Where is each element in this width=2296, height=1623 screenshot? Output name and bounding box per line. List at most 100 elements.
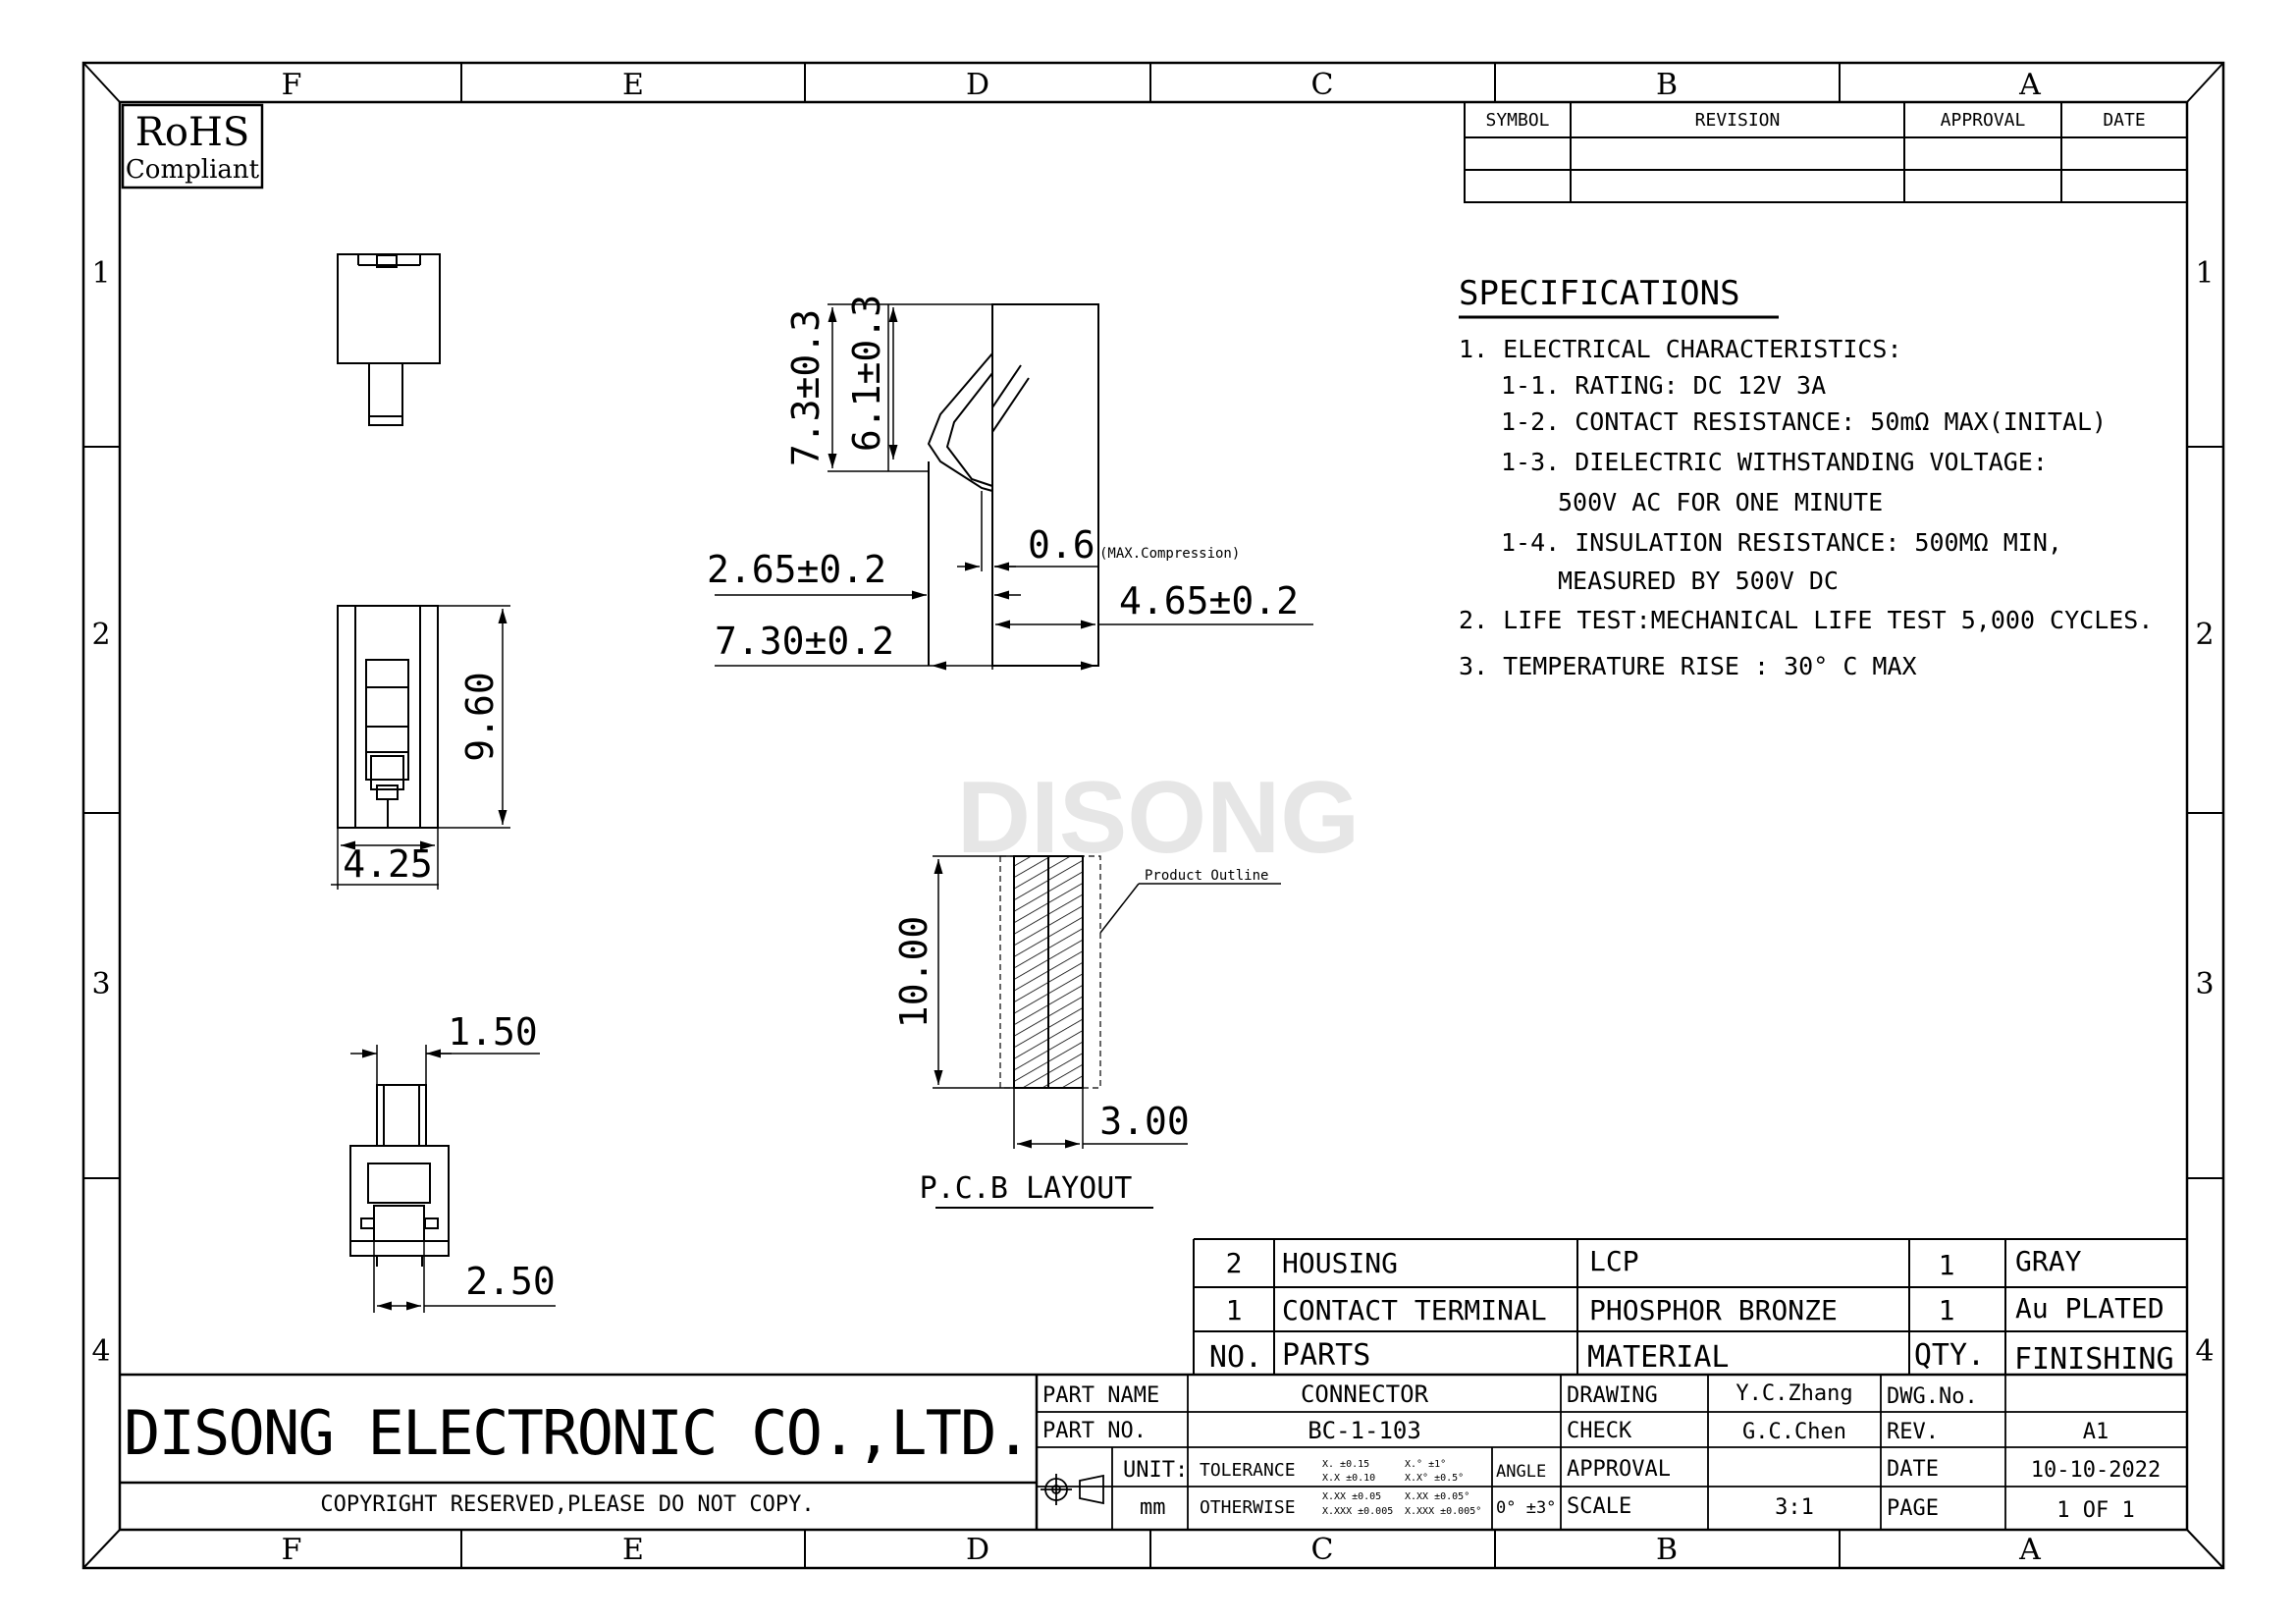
dim-label-6-1: 6.1±0.3: [845, 295, 888, 452]
dim-label-7-30: 7.30±0.2: [715, 620, 894, 663]
row-label-3-left: 3: [91, 967, 110, 1001]
angle-value: 0° ±3°: [1496, 1498, 1556, 1518]
specifications-title: SPECIFICATIONS: [1459, 274, 1740, 313]
pcb-layout-title: P.C.B LAYOUT: [920, 1171, 1133, 1206]
dim-3-00: [1013, 1088, 1188, 1149]
scale-label: SCALE: [1567, 1494, 1631, 1519]
bom-header-qty: QTY.: [1914, 1338, 1985, 1373]
bom-row-1-qty: 1: [1939, 1249, 1955, 1281]
dim-label-9-60: 9.60: [458, 672, 502, 762]
col-label-b-top: B: [1656, 68, 1678, 102]
tolerance-row-4b: X.XXX ±0.005°: [1405, 1506, 1481, 1517]
dim-label-1-50: 1.50: [448, 1010, 538, 1054]
tolerance-row-3b: X.XX ±0.05°: [1405, 1491, 1469, 1502]
check-label: CHECK: [1567, 1419, 1632, 1443]
bom-row-2-qty: 1: [1939, 1294, 1955, 1326]
spec-line-1-4: 1-4. INSULATION RESISTANCE: 500MΩ MIN,: [1501, 528, 2062, 557]
revision-table: SYMBOL REVISION APPROVAL DATE: [1464, 101, 2188, 203]
main-side-view: [927, 303, 1099, 667]
rohs-subtitle: Compliant: [126, 155, 260, 185]
spec-line-1-1: 1-1. RATING: DC 12V 3A: [1501, 371, 1826, 400]
dim-label-2-50: 2.50: [465, 1260, 556, 1303]
tolerance-row-2a: X.X ±0.10: [1322, 1473, 1375, 1484]
bom-row-2-no: 1: [1226, 1294, 1243, 1326]
dim-9-60: [438, 605, 510, 829]
drawing-frame: F E D C B A F E D C B A 1 2 3 4 1 2 3 4: [81, 61, 2225, 1570]
bom-row-2-finishing: Au PLATED: [2015, 1292, 2164, 1325]
part-no-value: BC-1-103: [1308, 1417, 1421, 1444]
row-label-1-left: 1: [91, 256, 110, 291]
drawing-label: DRAWING: [1567, 1383, 1658, 1408]
rev-label: REV.: [1887, 1420, 1939, 1444]
col-label-d-bottom: D: [966, 1533, 989, 1567]
dwg-no-label: DWG.No.: [1887, 1384, 1978, 1409]
dim-4-25: [337, 828, 439, 890]
spec-line-2: 2. LIFE TEST:MECHANICAL LIFE TEST 5,000 …: [1459, 606, 2153, 634]
rohs-logo: RoHS Compliant: [121, 103, 264, 189]
page-value: 1 OF 1: [2056, 1498, 2134, 1523]
scale-value: 3:1: [1775, 1495, 1814, 1520]
dim-7-3: [828, 303, 992, 472]
dim-2-50: [373, 1241, 556, 1313]
part-name-value: CONNECTOR: [1301, 1380, 1429, 1408]
bom-header-parts: PARTS: [1282, 1338, 1370, 1373]
rohs-title: RoHS: [135, 110, 249, 155]
spec-line-1-3: 1-3. DIELECTRIC WITHSTANDING VOLTAGE:: [1501, 448, 2048, 476]
tolerance-row-3a: X.XX ±0.05: [1322, 1491, 1381, 1502]
bom-row-1-material: LCP: [1589, 1245, 1639, 1277]
revision-header-date: DATE: [2103, 110, 2145, 131]
dim-label-7-3: 7.3±0.3: [784, 309, 828, 466]
dim-label-4-65: 4.65±0.2: [1119, 579, 1299, 622]
col-label-f-top: F: [282, 68, 302, 102]
top-view: [337, 253, 441, 426]
spec-line-1-4-cont: MEASURED BY 500V DC: [1558, 567, 1839, 595]
tolerance-row-4a: X.XXX ±0.005: [1322, 1506, 1393, 1517]
spec-line-3: 3. TEMPERATURE RISE : 30° C MAX: [1459, 652, 1917, 680]
dim-label-2-65: 2.65±0.2: [707, 548, 886, 591]
side-view: [337, 605, 439, 829]
row-label-2-right: 2: [2195, 618, 2214, 652]
col-label-a-bottom: A: [2018, 1533, 2041, 1567]
front-view: [349, 1084, 450, 1267]
revision-header-revision: REVISION: [1695, 110, 1781, 131]
angle-label: ANGLE: [1496, 1462, 1546, 1482]
bom-header-material: MATERIAL: [1587, 1340, 1730, 1375]
col-label-e-top: E: [622, 68, 644, 102]
title-block: DISONG ELECTRONIC CO.,LTD. COPYRIGHT RES…: [120, 1373, 2187, 1530]
copyright-notice: COPYRIGHT RESERVED,PLEASE DO NOT COPY.: [320, 1492, 814, 1517]
col-label-a-top: A: [2018, 68, 2041, 102]
tolerance-row-2b: X.X° ±0.5°: [1405, 1473, 1464, 1484]
dim-label-10-00: 10.00: [892, 916, 935, 1028]
approval-label: APPROVAL: [1567, 1457, 1671, 1482]
dim-1-50: [350, 1045, 540, 1085]
bom-header-no: NO.: [1209, 1340, 1262, 1375]
pcb-layout: Product Outline: [999, 855, 1281, 1089]
pcb-product-outline-note: Product Outline: [1145, 868, 1268, 884]
bom-row-1-no: 2: [1226, 1247, 1243, 1279]
check-value: G.C.Chen: [1742, 1420, 1846, 1444]
spec-line-1-3-cont: 500V AC FOR ONE MINUTE: [1558, 488, 1883, 516]
row-label-2-left: 2: [91, 618, 110, 652]
col-label-d-top: D: [966, 68, 989, 102]
revision-header-approval: APPROVAL: [1941, 110, 2026, 131]
col-label-b-bottom: B: [1656, 1533, 1678, 1567]
page-label: PAGE: [1887, 1496, 1939, 1521]
tolerance-row-1a: X. ±0.15: [1322, 1459, 1369, 1470]
dim-label-0-6: 0.6: [1028, 523, 1095, 567]
dim-7-30: [715, 666, 1095, 670]
spec-line-1: 1. ELECTRICAL CHARACTERISTICS:: [1459, 335, 1902, 363]
unit-value: mm: [1140, 1495, 1166, 1520]
tolerance-row-1b: X.° ±1°: [1405, 1459, 1446, 1470]
dim-0-6: [957, 491, 1097, 571]
bom-row-2-material: PHOSPHOR BRONZE: [1589, 1294, 1838, 1326]
tolerance-label: TOLERANCE: [1200, 1460, 1296, 1481]
row-label-3-right: 3: [2195, 967, 2214, 1001]
projection-symbol-icon: [1041, 1474, 1104, 1505]
col-label-c-top: C: [1311, 68, 1334, 102]
dim-label-3-00: 3.00: [1099, 1100, 1190, 1143]
dim-note-max-compression: (MAX.Compression): [1099, 546, 1240, 562]
row-label-4-left: 4: [91, 1334, 110, 1369]
dim-label-4-25: 4.25: [343, 842, 433, 886]
row-label-1-right: 1: [2195, 256, 2214, 291]
